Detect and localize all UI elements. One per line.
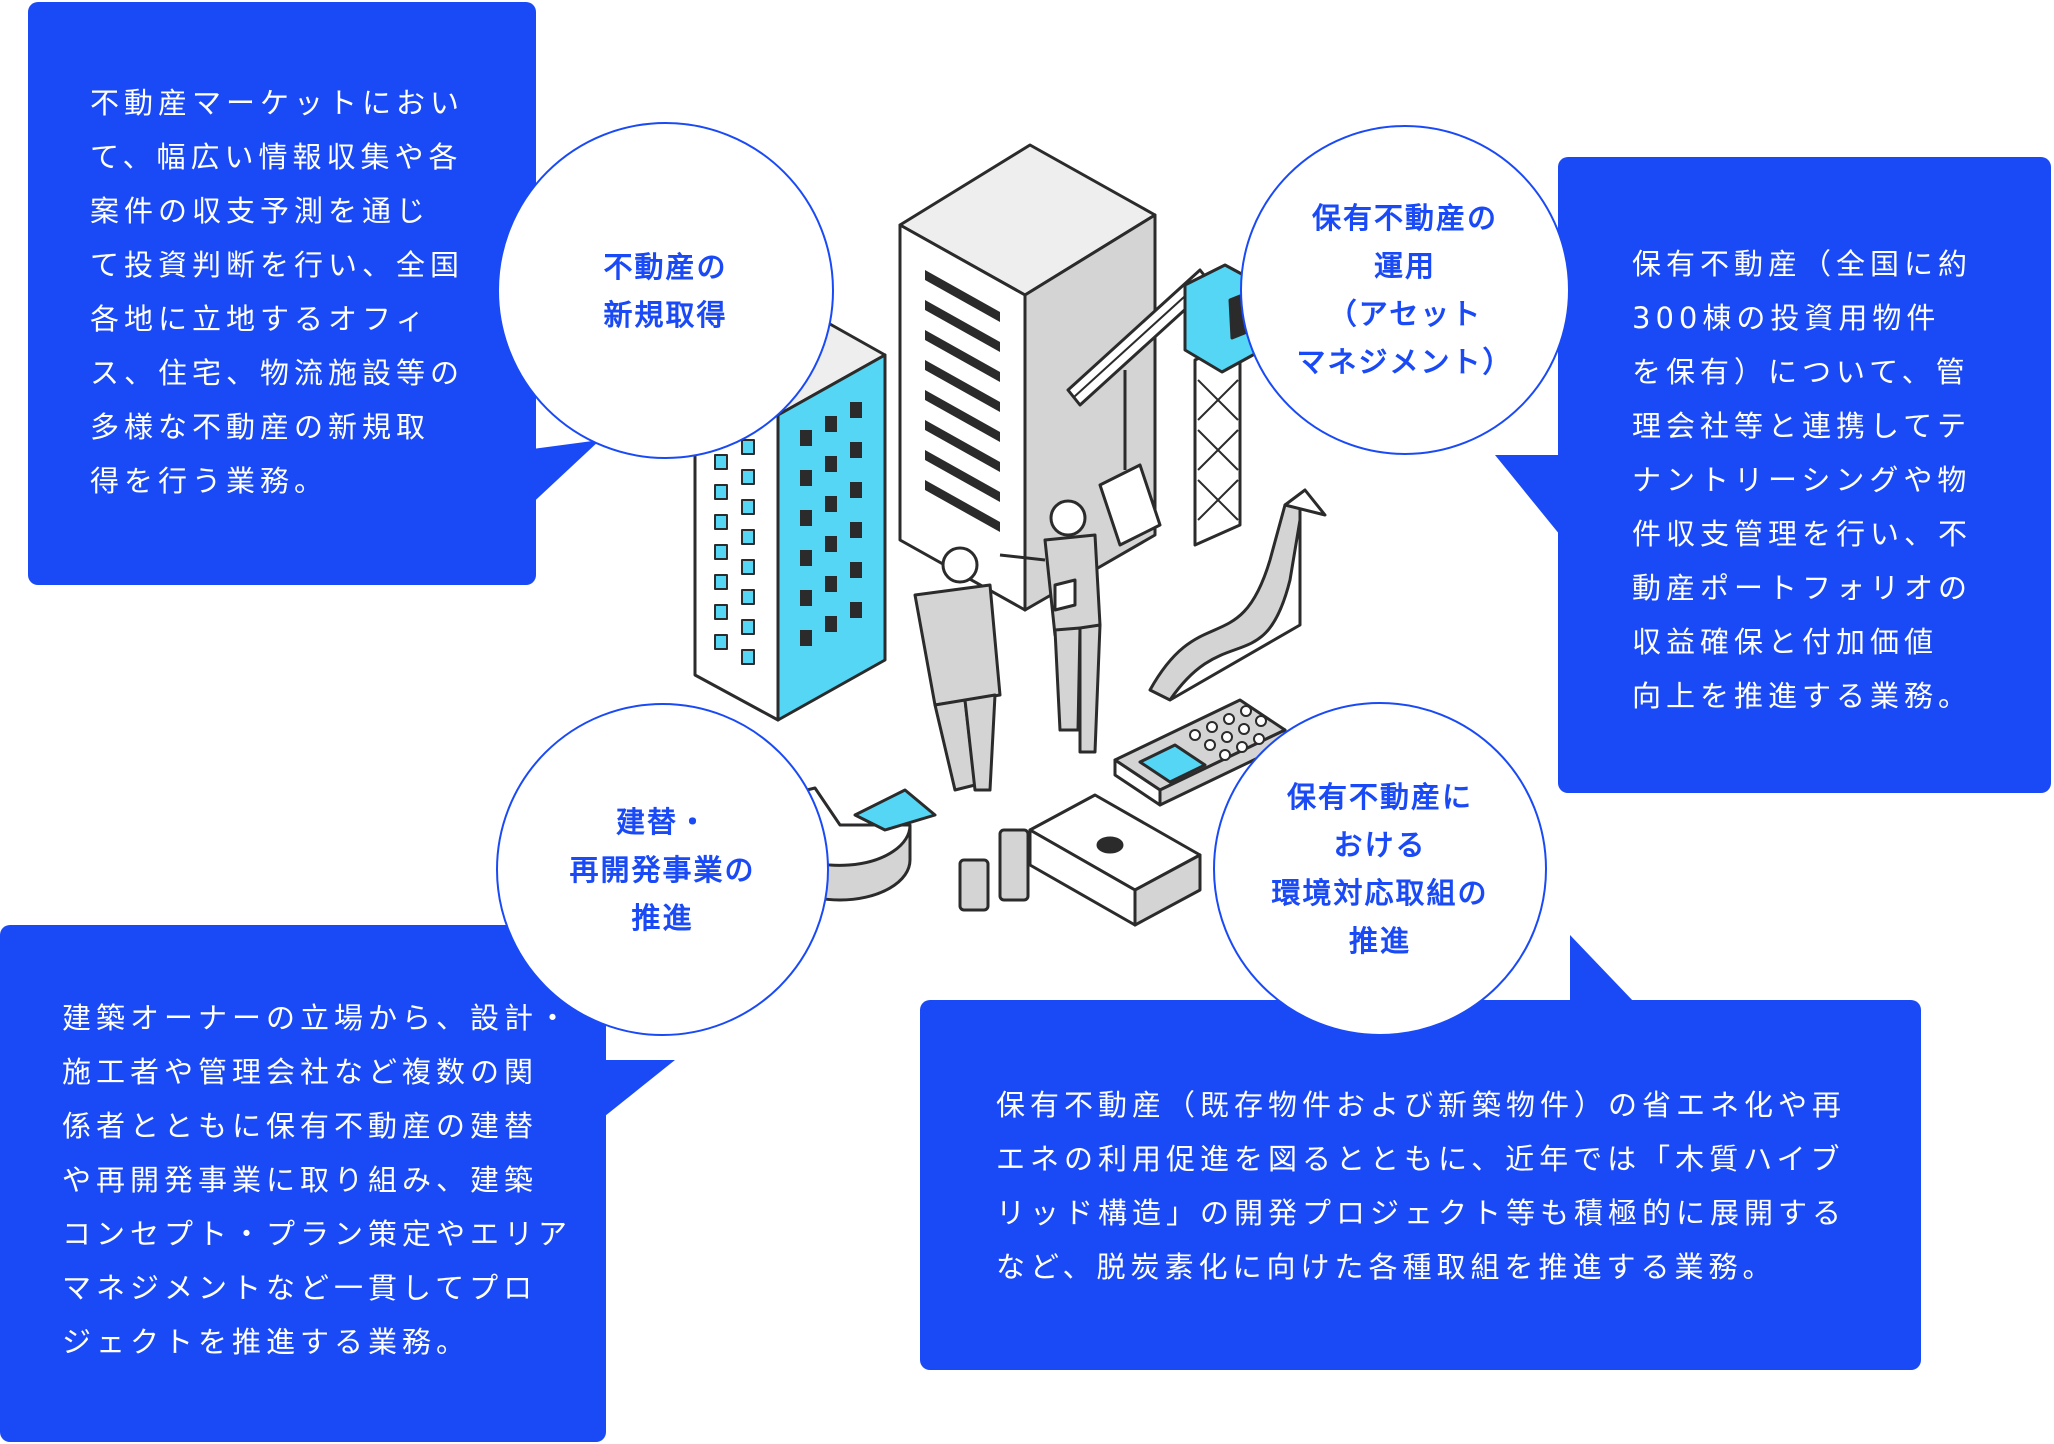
environment-callout-tail xyxy=(1570,935,1635,1003)
redevelopment-circle-label: 建替・ 再開発事業の 推進 xyxy=(569,804,756,935)
acquisition-description: 不動産マーケットにおい て、幅広い情報収集や各 案件の収支予測を通じ て投資判断… xyxy=(28,2,536,585)
people-icon xyxy=(913,499,1102,792)
redevelopment-description: 建築オーナーの立場から、設計・ 施工者や管理会社など複数の関 係者とともに保有不… xyxy=(0,925,606,1442)
growth-arrow-icon xyxy=(1148,488,1327,702)
environment-description: 保有不動産（既存物件および新築物件）の省エネ化や再 エネの利用促進を図るとともに… xyxy=(920,1000,1921,1370)
management-callout-tail xyxy=(1495,455,1560,535)
office-tower-icon xyxy=(898,143,1157,612)
environment-circle-label: 保有不動産に おける 環境対応取組の 推進 xyxy=(1271,780,1489,958)
management-description-text: 保有不動産（全国に約 300棟の投資用物件 を保有）について、管 理会社等と連携… xyxy=(1632,247,1973,713)
management-circle: 保有不動産の 運用 （アセット マネジメント） xyxy=(1240,125,1570,455)
acquisition-circle: 不動産の 新規取得 xyxy=(497,122,834,459)
acquisition-description-text: 不動産マーケットにおい て、幅広い情報収集や各 案件の収支予測を通じ て投資判断… xyxy=(90,86,465,498)
redevelopment-callout-tail xyxy=(600,1060,675,1120)
redevelopment-circle: 建替・ 再開発事業の 推進 xyxy=(496,703,829,1036)
management-description: 保有不動産（全国に約 300棟の投資用物件 を保有）について、管 理会社等と連携… xyxy=(1558,157,2051,793)
money-icon xyxy=(958,793,1202,927)
environment-circle: 保有不動産に おける 環境対応取組の 推進 xyxy=(1213,702,1547,1036)
calculator-icon xyxy=(1113,698,1287,807)
management-circle-label: 保有不動産の 運用 （アセット マネジメント） xyxy=(1296,201,1514,379)
acquisition-circle-label: 不動産の 新規取得 xyxy=(603,249,728,332)
crane-icon xyxy=(1066,263,1302,547)
redevelopment-description-text: 建築オーナーの立場から、設計・ 施工者や管理会社など複数の関 係者とともに保有不… xyxy=(62,1001,573,1359)
acquisition-callout-tail xyxy=(525,440,600,510)
environment-description-text: 保有不動産（既存物件および新築物件）の省エネ化や再 エネの利用促進を図るとともに… xyxy=(996,1088,1847,1284)
